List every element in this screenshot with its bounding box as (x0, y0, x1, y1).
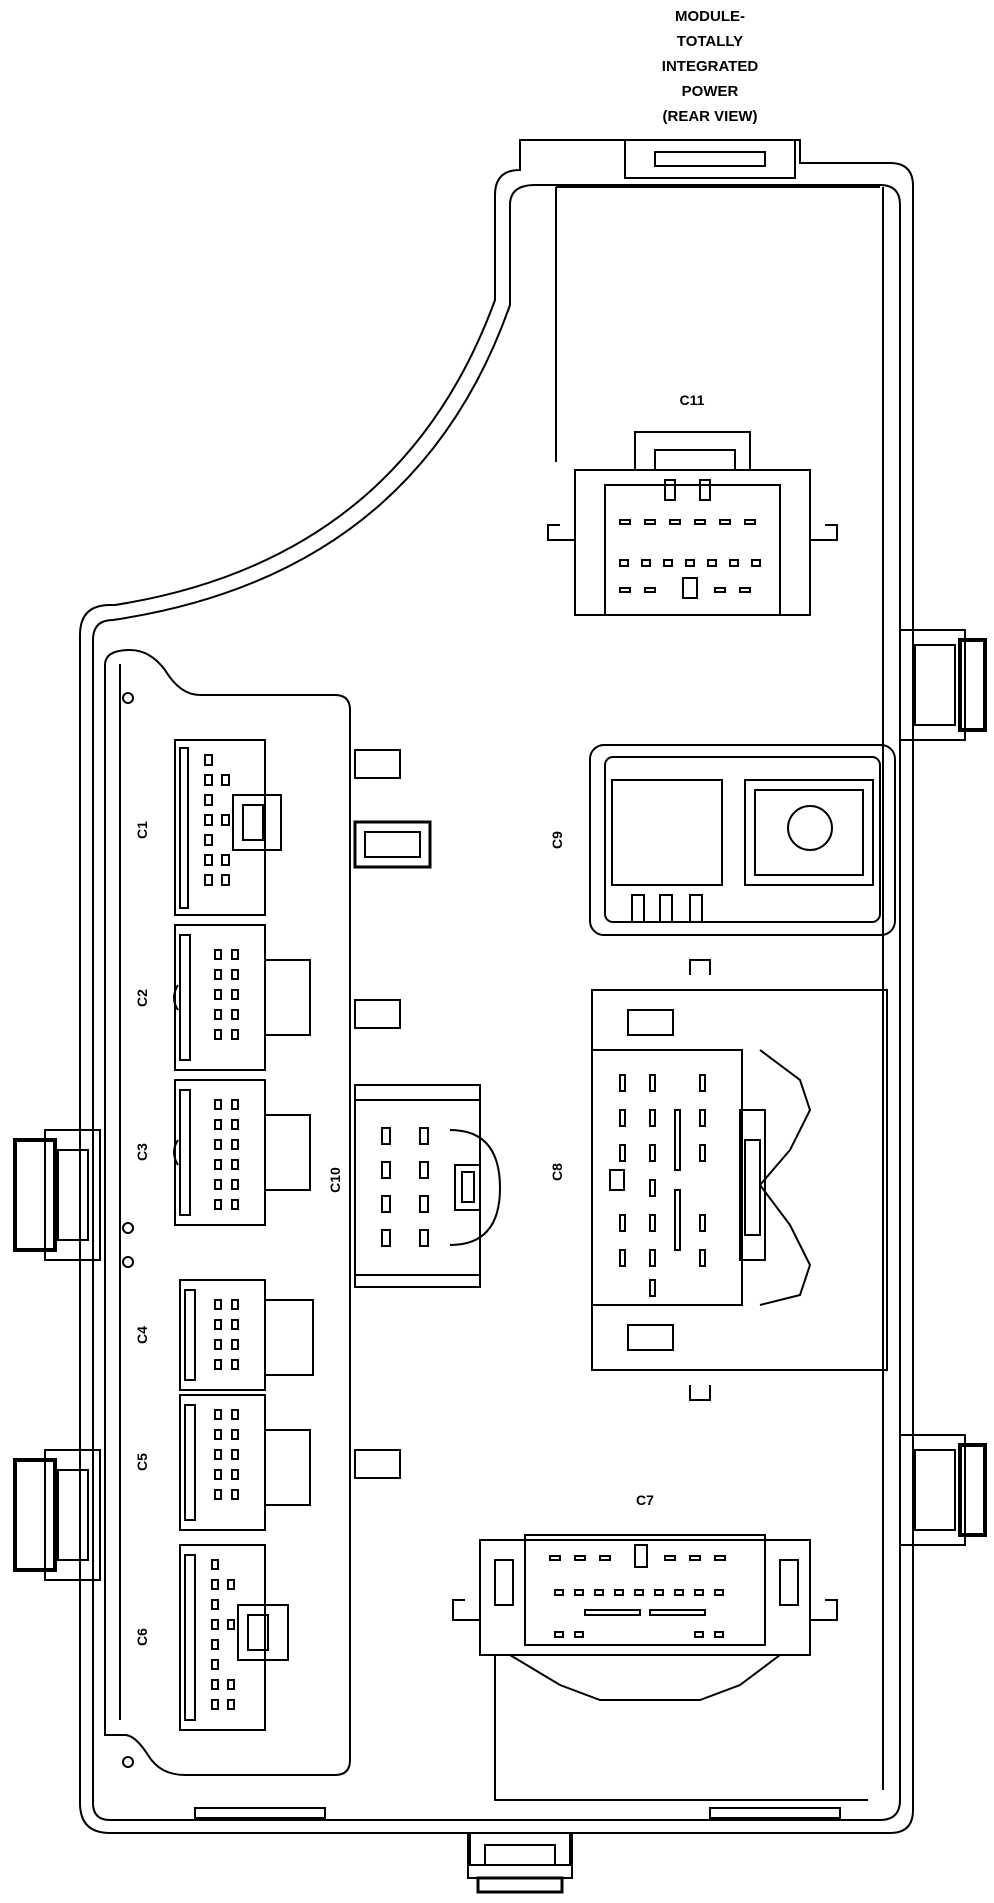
connector-c7-body (453, 1535, 837, 1700)
connector-c3-body (174, 1080, 310, 1225)
connector-c5-body (180, 1395, 310, 1530)
connector-label-c11: C11 (679, 392, 705, 408)
left-connector-panel (105, 650, 500, 1775)
title-line-2: TOTALLY (676, 33, 744, 50)
connector-c11-body (548, 432, 837, 615)
connector-label-c4: C4 (134, 1326, 150, 1344)
connector-c8-body (592, 960, 887, 1400)
connector-label-c10: C10 (327, 1167, 343, 1193)
connector-label-c2: C2 (134, 989, 150, 1007)
connector-label-c1: C1 (134, 821, 150, 839)
connector-label-c8: C8 (549, 1163, 565, 1181)
connector-c4-body (180, 1280, 313, 1390)
title-line-3: INTEGRATED (661, 58, 759, 75)
title-line-1: MODULE- (675, 8, 745, 25)
connector-c1-body (175, 740, 281, 915)
connector-label-c6: C6 (134, 1628, 150, 1646)
connector-label-c5: C5 (134, 1453, 150, 1471)
mounting-tabs (15, 630, 985, 1580)
connector-c6-body (180, 1545, 288, 1730)
connector-label-c3: C3 (134, 1143, 150, 1161)
connector-label-c9: C9 (549, 831, 565, 849)
title-line-5: (REAR VIEW) (662, 108, 758, 125)
housing-outline (80, 140, 913, 1892)
connector-c2-body (174, 925, 310, 1070)
title-line-4: POWER (681, 83, 739, 100)
connector-c9-body (590, 745, 895, 935)
connector-label-c7: C7 (636, 1492, 654, 1508)
